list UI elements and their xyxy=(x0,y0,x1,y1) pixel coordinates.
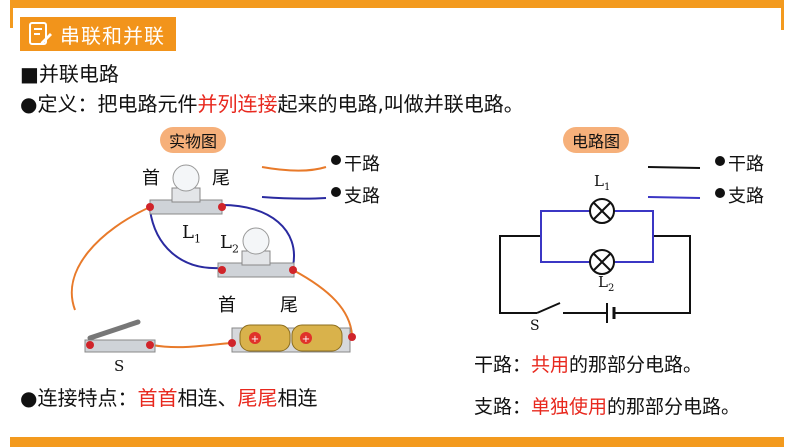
definition-highlight: 并列连接 xyxy=(197,92,278,116)
legend-dot-branch-physical xyxy=(331,187,341,197)
bulb-L1 xyxy=(172,164,200,192)
battery-terminal-left xyxy=(228,339,236,347)
terminal-L2-head xyxy=(218,266,226,274)
definition-suffix: 起来的电路,叫做并联电路。 xyxy=(277,92,524,116)
schematic-branch-bottom-left xyxy=(540,236,590,263)
bulb-L2 xyxy=(242,227,270,255)
legend-line-main-schematic xyxy=(647,166,701,169)
battery-cell-1 xyxy=(239,324,291,352)
label-tail-top: 尾 xyxy=(212,168,230,189)
document-edit-icon xyxy=(29,22,52,45)
definition-line: ●定义：把电路元件并列连接起来的电路,叫做并联电路。 xyxy=(20,88,524,117)
legend-line-branch-schematic xyxy=(647,196,701,199)
legend-branch-physical: 支路 xyxy=(344,186,380,207)
frame-right-bar xyxy=(781,8,784,30)
lamp-cross-L2-b xyxy=(593,253,611,271)
schematic-branch-top-right xyxy=(614,210,654,236)
branch-wire-tail xyxy=(221,204,295,267)
terminal-L1-head xyxy=(146,203,154,211)
frame-bottom-bar xyxy=(10,437,784,447)
branch-def-suffix: 的那部分电路。 xyxy=(607,396,741,418)
battery-cell-2 xyxy=(291,324,343,352)
switch-base xyxy=(84,339,156,353)
terminal-L1-tail xyxy=(218,203,226,211)
main-wire-right xyxy=(292,269,353,336)
section-heading: ■并联电路 xyxy=(20,62,119,86)
connection-suffix: 相连 xyxy=(277,386,318,410)
switch-lever xyxy=(87,319,141,341)
frame-left-bar xyxy=(10,8,13,28)
main-wire-left xyxy=(70,206,151,311)
main-def-prefix: 干路： xyxy=(474,354,532,376)
main-def-suffix: 的那部分电路。 xyxy=(569,354,703,376)
battery-plus-icon-1 xyxy=(249,332,261,344)
section-title: 串联和并联 xyxy=(20,17,176,51)
label-L1-schematic: L1 xyxy=(594,172,611,193)
legend-dot-branch-schematic xyxy=(715,188,725,198)
switch-terminal-left xyxy=(86,341,94,349)
label-head-bottom: 首 xyxy=(218,295,236,316)
label-L2-schematic: L2 xyxy=(598,273,615,294)
connection-bullet: ● xyxy=(20,386,38,410)
battery-terminal-right xyxy=(348,333,356,341)
legend-line-branch-physical xyxy=(261,196,327,200)
connection-mid: 相连、 xyxy=(177,386,238,410)
physical-diagram-badge: 实物图 xyxy=(160,127,226,153)
lamp-cross-L1-b xyxy=(593,202,611,220)
schematic-branch-bottom-right xyxy=(614,236,654,263)
legend-branch-schematic: 支路 xyxy=(728,186,764,207)
legend-line-main-physical xyxy=(261,166,327,172)
branch-circuit-definition: 支路：单独使用的那部分电路。 xyxy=(474,392,740,419)
connection-feature-line: ●连接特点：首首相连、尾尾相连 xyxy=(20,382,317,411)
battery-plus-icon-2 xyxy=(300,332,312,344)
branch-def-highlight: 单独使用 xyxy=(531,396,608,418)
main-def-highlight: 共用 xyxy=(531,354,570,376)
battery-plus-sign-2: + xyxy=(302,334,310,345)
schematic-switch-blade xyxy=(536,302,561,314)
definition-prefix: 定义：把电路元件 xyxy=(37,92,198,116)
schematic-main-right xyxy=(614,235,691,314)
main-circuit-definition: 干路：共用的那部分电路。 xyxy=(474,350,702,377)
terminal-L2-tail xyxy=(289,266,297,274)
branch-wire-head xyxy=(149,209,221,270)
label-L2-physical: L2 xyxy=(220,232,239,256)
switch-terminal-right xyxy=(146,341,154,349)
legend-main-physical: 干路 xyxy=(344,154,380,175)
main-wire-bottom xyxy=(151,342,233,349)
connection-prefix: 连接特点： xyxy=(37,386,138,410)
legend-dot-main-schematic xyxy=(715,156,725,166)
schematic-branch-top-left xyxy=(540,210,590,236)
label-switch-physical: S xyxy=(114,357,125,375)
definition-bullet: ● xyxy=(20,92,38,116)
section-title-text: 串联和并联 xyxy=(60,23,165,48)
battery-plus-sign-1: + xyxy=(251,334,259,345)
label-head-top: 首 xyxy=(142,168,160,189)
label-switch-schematic: S xyxy=(530,318,540,334)
label-L1-physical: L1 xyxy=(182,222,201,246)
circuit-diagram-badge: 电路图 xyxy=(563,127,629,153)
frame-top-bar xyxy=(10,0,784,8)
connection-highlight-head: 首首 xyxy=(137,386,178,410)
connection-highlight-tail: 尾尾 xyxy=(237,386,278,410)
legend-main-schematic: 干路 xyxy=(728,154,764,175)
label-tail-bottom: 尾 xyxy=(280,295,298,316)
branch-def-prefix: 支路： xyxy=(474,396,532,418)
schematic-main-left xyxy=(499,235,541,314)
legend-dot-main-physical xyxy=(331,155,341,165)
